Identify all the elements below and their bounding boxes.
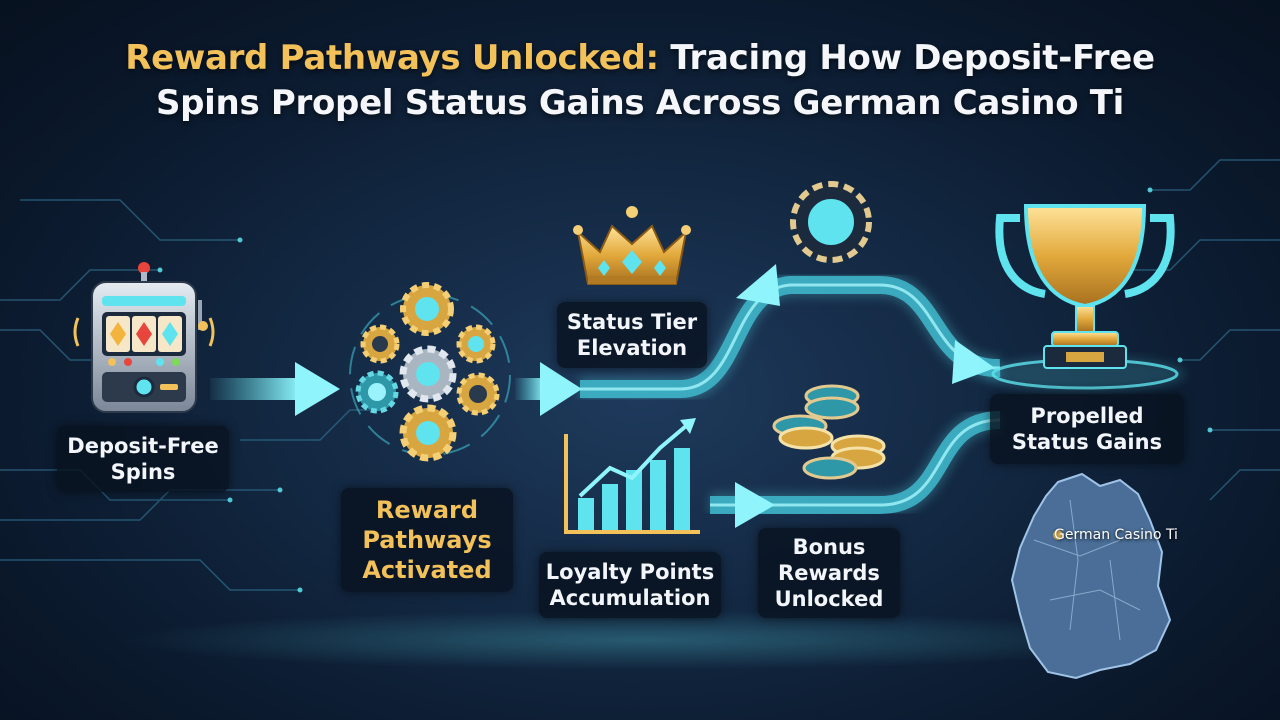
title-line1: Tracing How Deposit-Free <box>658 38 1155 78</box>
flow-path-lower <box>710 408 1001 517</box>
pathways-label-line3: Activated <box>362 556 492 584</box>
spins-label-line1: Deposit-Free <box>67 434 219 458</box>
gear-silver-center <box>399 345 457 403</box>
bonus-label-line3: Unlocked <box>774 587 884 611</box>
tier-label-line2: Elevation <box>576 336 688 360</box>
slot-machine-icon <box>73 262 215 413</box>
gear-teal-left <box>355 370 399 414</box>
gear-gold-right <box>456 324 496 364</box>
arrow-head-upper-1 <box>736 264 780 306</box>
gains-label-line2: Status Gains <box>1011 430 1163 454</box>
pathways-label-line1: Reward <box>375 496 479 524</box>
pathways-label-line2: Pathways <box>362 526 492 554</box>
bonus-label-line2: Rewards <box>778 561 880 585</box>
title-line2: Spins Propel Status Gains Across German … <box>155 83 1125 123</box>
spins-label-line2: Spins <box>110 460 176 484</box>
gains-label-line1: Propelled <box>1030 404 1144 428</box>
arrow-head-upper-2 <box>952 340 995 384</box>
tier-label-line1: Status Tier <box>566 310 698 334</box>
chips-stack-icon <box>772 384 886 480</box>
loyalty-label-line1: Loyalty Points <box>545 560 715 584</box>
gears-icon <box>349 282 511 462</box>
flow-arrow-pathways-to-paths <box>515 362 582 416</box>
germany-map-icon <box>1010 472 1172 680</box>
gear-gold-left <box>360 324 400 364</box>
gear-gold-top <box>400 282 454 336</box>
trophy-icon <box>985 204 1185 392</box>
gear-gold-bottom <box>399 404 457 462</box>
flow-path-upper <box>580 273 1001 401</box>
loyalty-label-line2: Accumulation <box>549 586 711 610</box>
flow-arrow-spins-to-pathways <box>210 362 340 416</box>
title-highlight: Reward Pathways Unlocked: <box>125 38 659 78</box>
gear-gold-lower-right <box>456 372 500 416</box>
crown-icon <box>573 206 691 285</box>
floor-glow <box>120 610 1160 670</box>
bar-chart-icon <box>564 418 700 534</box>
casino-chip-icon <box>790 181 872 263</box>
page-title: Reward Pathways Unlocked: Tracing How De… <box>40 36 1240 126</box>
map-location-label: German Casino Ti <box>1054 527 1178 543</box>
arrow-head-lower <box>735 482 775 528</box>
bonus-label-line1: Bonus <box>792 535 866 559</box>
